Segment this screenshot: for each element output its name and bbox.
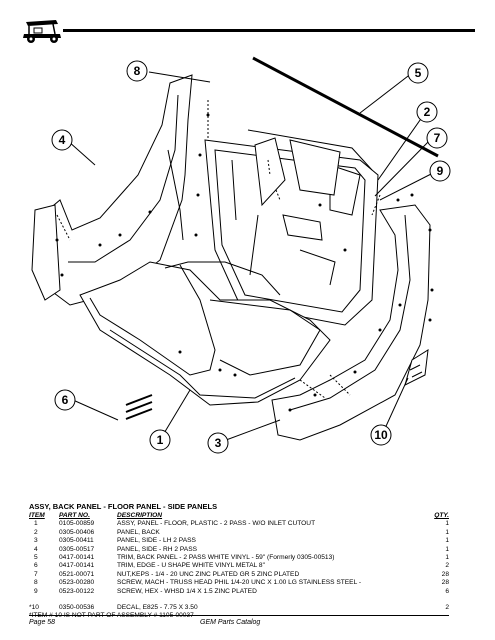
back-trim-strip: [252, 56, 439, 158]
callout-4: 4: [58, 133, 66, 147]
footer-rule: [29, 615, 449, 616]
item-cell: 1: [34, 520, 38, 528]
table-row: 6 0417-00141 TRIM, EDGE - U SHAPE WHITE VI…: [29, 562, 449, 570]
header-rule: [63, 29, 475, 32]
part-cell: 0350-00536: [59, 603, 95, 611]
right-side-panel-drawing: [271, 204, 431, 441]
left-side-panel-drawing: [31, 74, 193, 306]
item-cell: 5: [34, 553, 38, 561]
qty-cell: 28: [441, 579, 449, 587]
desc-cell: SCREW, HEX - WHSD 1/4 X 1.5 ZINC PLATED: [117, 587, 257, 595]
table-row: 8 0523-00280 SCREW, MACH - TRUSS HEAD PHIL…: [29, 579, 449, 587]
item-cell: 7: [34, 570, 38, 578]
explode-lines: [56, 100, 381, 399]
desc-cell: TRIM, BACK PANEL - 2 PASS WHITE VINYL - …: [117, 553, 335, 561]
desc-cell: ASSY, PANEL - FLOOR, PLASTIC - 2 PASS - …: [117, 520, 316, 528]
qty-cell: 2: [445, 603, 449, 611]
page-number: Page 58: [29, 619, 56, 626]
callout-10: 10: [374, 428, 388, 442]
floor-panel-drawing: [79, 261, 331, 406]
callout-6: 6: [61, 393, 69, 407]
table-row: 7 0521-00071 NUT,KEPS - 1/4 - 20 UNC ZINC …: [29, 571, 449, 579]
catalog-name: GEM Parts Catalog: [200, 619, 261, 626]
part-cell: 0521-00071: [59, 570, 95, 578]
table-row: 1 0105-00859 ASSY, PANEL - FLOOR, PLASTIC …: [29, 520, 449, 528]
desc-cell: PANEL, BACK: [117, 528, 160, 536]
part-cell: 0105-00859: [59, 520, 95, 528]
desc-cell: TRIM, EDGE - U SHAPE WHITE VINYL METAL 8…: [117, 562, 265, 570]
edge-trim-strips: [125, 394, 153, 420]
table-row: 2 0305-00406 PANEL, BACK 1: [29, 529, 449, 537]
item-cell: 2: [34, 528, 38, 536]
header-item: ITEM: [29, 512, 45, 519]
part-cell: 0417-00141: [59, 562, 95, 570]
desc-cell: DECAL, E825 - 7.75 X 3.50: [117, 603, 198, 611]
desc-cell: PANEL, SIDE - RH 2 PASS: [117, 545, 198, 553]
gem-vehicle-logo: [20, 14, 64, 44]
desc-cell: PANEL, SIDE - LH 2 PASS: [117, 537, 196, 545]
desc-cell: NUT,KEPS - 1/4 - 20 UNC ZINC PLATED GR 5…: [117, 570, 300, 578]
item-cell: 3: [34, 537, 38, 545]
qty-cell: 1: [445, 537, 449, 545]
parts-table: ITEM PART NO. DESCRIPTION QTY. 1 0105-008…: [29, 512, 449, 621]
part-cell: 0523-00280: [59, 579, 95, 587]
table-row: 4 0305-00517 PANEL, SIDE - RH 2 PASS 1: [29, 546, 449, 554]
callout-1: 1: [156, 433, 164, 447]
table-row: 3 0305-00411 PANEL, SIDE - LH 2 PASS 1: [29, 537, 449, 545]
table-row: 5 0417-00141 TRIM, BACK PANEL - 2 PASS WHI…: [29, 554, 449, 562]
qty-cell: 1: [445, 545, 449, 553]
qty-cell: 6: [445, 587, 449, 595]
item-cell: *10: [29, 603, 39, 611]
item-cell: 4: [34, 545, 38, 553]
callout-5: 5: [414, 66, 422, 80]
item-cell: 6: [34, 562, 38, 570]
callout-7: 7: [433, 131, 441, 145]
callout-3: 3: [214, 436, 222, 450]
table-row-extra: *10 0350-00536 DECAL, E825 - 7.75 X 3.50…: [29, 604, 449, 612]
qty-cell: 28: [441, 570, 449, 578]
part-cell: 0523-00122: [59, 587, 95, 595]
fastener-markers: [55, 113, 434, 412]
callout-2: 2: [423, 105, 431, 119]
callout-9: 9: [436, 164, 444, 178]
qty-cell: 1: [445, 553, 449, 561]
qty-cell: 1: [445, 520, 449, 528]
part-cell: 0305-00406: [59, 528, 95, 536]
part-cell: 0305-00517: [59, 545, 95, 553]
part-cell: 0417-00141: [59, 553, 95, 561]
callout-8: 8: [133, 64, 141, 78]
leader-lines: [67, 71, 438, 444]
part-cell: 0305-00411: [59, 537, 94, 545]
exploded-parts-diagram: [0, 50, 495, 500]
qty-cell: 2: [445, 562, 449, 570]
item-cell: 9: [34, 587, 38, 595]
parts-table-header: ITEM PART NO. DESCRIPTION QTY.: [29, 512, 449, 520]
back-panel-drawing: [204, 129, 379, 326]
callout-bubbles: [51, 60, 451, 454]
header-description: DESCRIPTION: [117, 512, 163, 519]
desc-cell: SCREW, MACH - TRUSS HEAD PHIL 1/4-20 UNC…: [117, 579, 362, 587]
header-qty: QTY.: [434, 512, 449, 519]
table-row: 9 0523-00122 SCREW, HEX - WHSD 1/4 X 1.5 Z…: [29, 588, 449, 596]
item-cell: 8: [34, 579, 38, 587]
header-part-no: PART NO.: [59, 512, 90, 519]
parts-list-title: ASSY, BACK PANEL - FLOOR PANEL - SIDE PA…: [29, 502, 218, 511]
qty-cell: 1: [445, 528, 449, 536]
